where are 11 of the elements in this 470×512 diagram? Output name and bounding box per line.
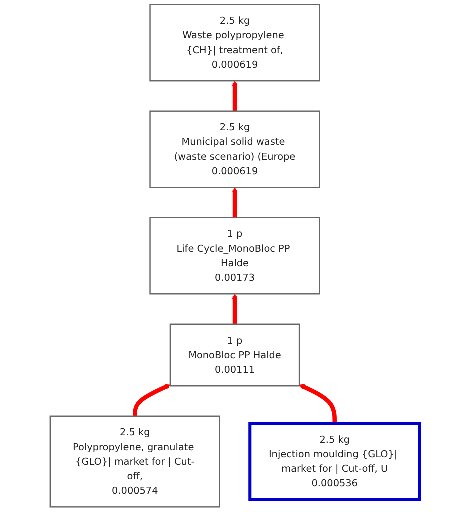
arrow	[232, 187, 238, 218]
arrow	[299, 384, 337, 424]
node-box: 2.5 kg Polypropylene, granulate {GLO}| market for | Cut-off, 0.000574	[50, 416, 220, 508]
node-box: 2.5 kg Waste polypropylene {CH}| treatment of, 0.000619	[150, 4, 320, 82]
node-box: 1 p Life Cycle_MonoBloc PP Halde 0.00173	[150, 217, 320, 295]
arrow	[232, 294, 238, 324]
node-box: 2.5 kg Injection moulding {GLO}| market for | Cut-off, U 0.000536	[248, 422, 422, 502]
arrow	[232, 80, 238, 112]
arrow	[133, 384, 171, 416]
node-box: 1 p MonoBloc PP Halde 0.00111	[170, 324, 300, 387]
node-box: 2.5 kg Municipal solid waste (waste scenario) (Europe 0.000619	[150, 110, 320, 188]
